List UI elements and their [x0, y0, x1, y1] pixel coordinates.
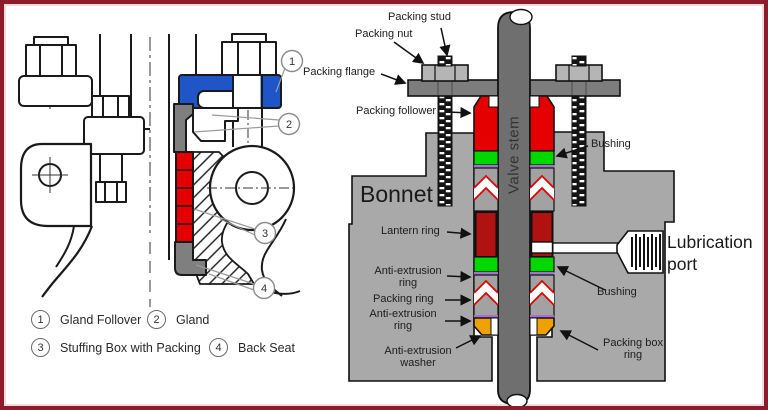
packing-nut-right [555, 55, 603, 82]
label-anti-extrusion-ring-upper: Anti-extrusion ring [374, 265, 442, 289]
bonnet-left-body [348, 132, 493, 382]
packing-follower [473, 95, 555, 152]
label-anti-extrusion-ring-lower: Anti-extrusion ring [369, 308, 437, 332]
anti-extrusion-washer [473, 317, 555, 336]
callout-circles: 1 2 3 4 [252, 49, 304, 300]
yoke-lug [19, 142, 94, 298]
packing-red-column [175, 151, 194, 243]
label-valve-stem: Valve stem [505, 115, 523, 195]
label-packing-box-ring: Packing box ring [603, 337, 663, 361]
anti-extrusion-ring-line-2 [474, 272, 554, 275]
label-anti-extrusion-washer: Anti-extrusion washer [384, 345, 452, 369]
callout-2: 2 [286, 119, 292, 131]
label-packing-ring: Packing ring [373, 293, 434, 305]
legend-item-gland-follower: 1 Gland Follover [31, 310, 141, 329]
legend-label-1: Gland Follover [60, 312, 142, 327]
gland-bracket [83, 95, 145, 203]
legend-label-2: Gland [176, 312, 210, 327]
legend-item-back-seat: 4 Back Seat [209, 338, 295, 357]
label-packing-follower: Packing follower [356, 105, 437, 117]
callout-leaders [193, 67, 286, 291]
gland-assembly-section-drawing: 1 2 3 4 [18, 33, 304, 307]
legend-label-3: Stuffing Box with Packing [60, 340, 201, 355]
callout-1: 1 [289, 56, 295, 68]
label-bushing-lower: Bushing [597, 286, 637, 298]
label-packing-flange: Packing flange [303, 66, 376, 78]
legend-num-3: 3 [31, 338, 50, 357]
label-packing-stud: Packing stud [388, 11, 451, 23]
label-bonnet: Bonnet [360, 181, 433, 207]
legend-item-stuffing-box: 3 Stuffing Box with Packing [31, 338, 201, 357]
packing-rings-upper [473, 167, 555, 212]
label-bushing-upper: Bushing [591, 138, 631, 150]
lantern-ring [474, 211, 554, 258]
packing-box-color-diagram [348, 8, 675, 406]
bonnet-right-body [536, 131, 675, 382]
legend-num-1: 1 [31, 310, 50, 329]
label-packing-nut: Packing nut [355, 28, 413, 40]
packing-rings-lower [473, 274, 555, 318]
anti-extrusion-ring-line-1 [474, 165, 554, 168]
label-lubrication-port: Lubrication port [667, 232, 753, 274]
gland-gray [173, 103, 239, 153]
callout-4: 4 [261, 283, 267, 295]
gland-follower-blue [178, 74, 282, 109]
left-bolt-and-nut [18, 36, 93, 107]
diagram-canvas: 1 2 3 4 [18, 8, 675, 406]
legend-num-2: 2 [147, 310, 166, 329]
label-arrows [380, 27, 606, 351]
bushing-upper [473, 150, 555, 166]
packing-nut-left [421, 55, 469, 82]
label-lantern-ring: Lantern ring [381, 225, 440, 237]
legend-label-4: Back Seat [238, 340, 295, 355]
valve-stem [497, 8, 533, 406]
lubrication-port [549, 230, 664, 274]
eye-bolt-boss [207, 144, 297, 232]
right-bolt-and-nut [221, 33, 277, 147]
legend-num-4: 4 [209, 338, 228, 357]
back-seat-gray [174, 241, 207, 276]
legend-item-gland: 2 Gland [147, 310, 209, 329]
callout-3: 3 [262, 228, 268, 240]
